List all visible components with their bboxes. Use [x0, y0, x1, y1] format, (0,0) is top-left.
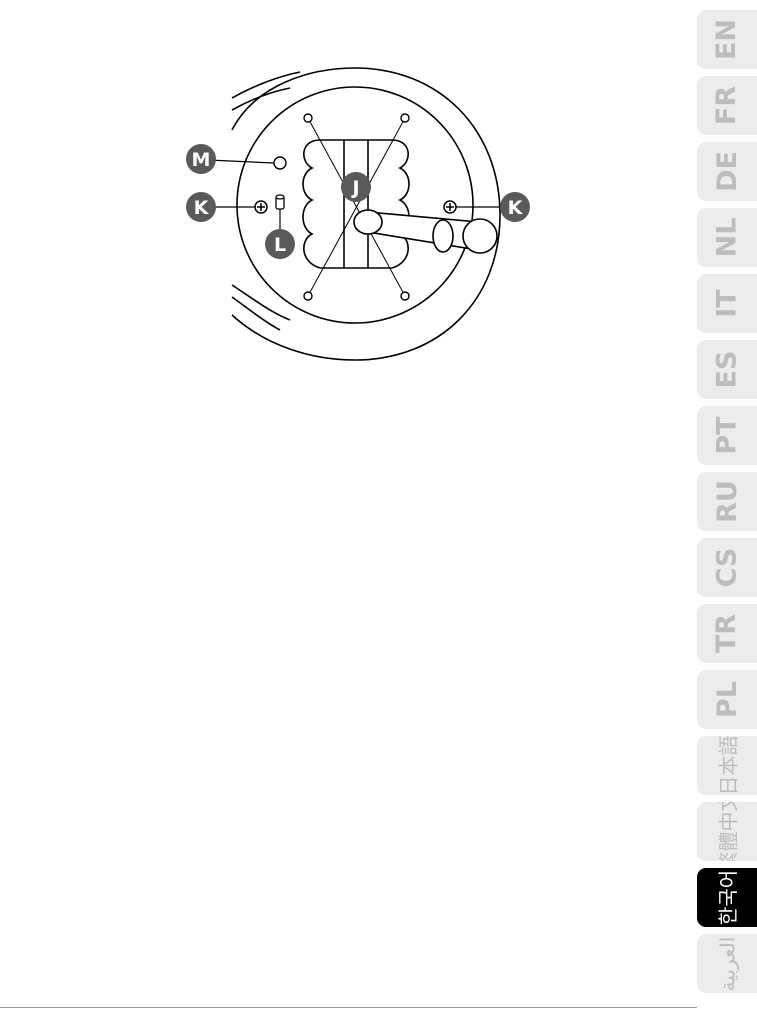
- lang-tab-label: PL: [712, 681, 743, 718]
- lang-tab-label: IT: [712, 289, 743, 317]
- lang-tab-label: NL: [712, 218, 743, 258]
- lang-tab-tr[interactable]: TR: [697, 604, 757, 663]
- hole-bottom-left: [304, 292, 312, 300]
- language-tab-strip: EN FR DE NL IT ES PT RU CS TR PL 日本語 繁體中…: [697, 10, 757, 1009]
- lang-tab-label: DE: [711, 151, 742, 192]
- lang-tab-en[interactable]: EN: [697, 10, 757, 69]
- callout-j: J: [341, 172, 371, 202]
- page-bottom-rule: [0, 1007, 697, 1008]
- lever-base: [354, 210, 382, 234]
- callout-k-right: K: [500, 192, 530, 222]
- clamp-left-wave: [303, 140, 320, 268]
- lang-tab-nl[interactable]: NL: [697, 208, 757, 267]
- lever-knob-ring: [433, 220, 453, 252]
- callout-k-left-label: K: [194, 197, 210, 219]
- lang-tab-label: العربية: [715, 936, 739, 991]
- ring-edge-top-2: [232, 88, 290, 110]
- lang-tab-zh-tw[interactable]: 繁體中文: [697, 802, 757, 861]
- lang-tab-cs[interactable]: CS: [697, 538, 757, 597]
- lang-tab-label: 日本語: [713, 736, 742, 795]
- lang-tab-ja[interactable]: 日本語: [697, 736, 757, 795]
- lang-tab-ko[interactable]: 한국어: [697, 868, 757, 927]
- lang-tab-pl[interactable]: PL: [697, 670, 757, 729]
- clamp-right-wave: [392, 140, 409, 268]
- hole-top-right: [401, 114, 409, 122]
- callout-k-left: K: [186, 192, 216, 222]
- lang-tab-label: PT: [712, 416, 743, 454]
- lang-tab-de[interactable]: DE: [697, 142, 757, 201]
- callout-m-label: M: [192, 149, 211, 171]
- lang-tab-pt[interactable]: PT: [697, 406, 757, 465]
- lang-tab-label: CS: [711, 548, 742, 588]
- lang-tab-fr[interactable]: FR: [697, 76, 757, 135]
- hole-top-left: [304, 114, 312, 122]
- lang-tab-label: 한국어: [712, 870, 741, 925]
- hole-bottom-right: [401, 292, 409, 300]
- callout-k-right-label: K: [508, 197, 524, 219]
- lang-tab-label: EN: [711, 19, 742, 60]
- lang-tab-label: FR: [711, 86, 742, 125]
- lang-tab-label: ES: [711, 351, 742, 389]
- lang-tab-ru[interactable]: RU: [697, 472, 757, 531]
- callout-j-label: J: [350, 177, 359, 199]
- lever-shaft: [368, 212, 478, 250]
- lang-tab-label: TR: [712, 614, 743, 653]
- lever-knob-end: [463, 219, 497, 253]
- lang-tab-ar[interactable]: العربية: [697, 934, 757, 993]
- shifter-mount-diagram: M K J K L: [0, 0, 697, 1009]
- lang-tab-label: RU: [712, 480, 743, 523]
- callout-l: L: [265, 229, 295, 259]
- hole-m: [274, 157, 286, 169]
- lang-tab-es[interactable]: ES: [697, 340, 757, 399]
- callout-l-label: L: [274, 234, 286, 256]
- lang-tab-label: 繁體中文: [713, 802, 742, 861]
- callout-m: M: [186, 144, 216, 174]
- lang-tab-it[interactable]: IT: [697, 274, 757, 333]
